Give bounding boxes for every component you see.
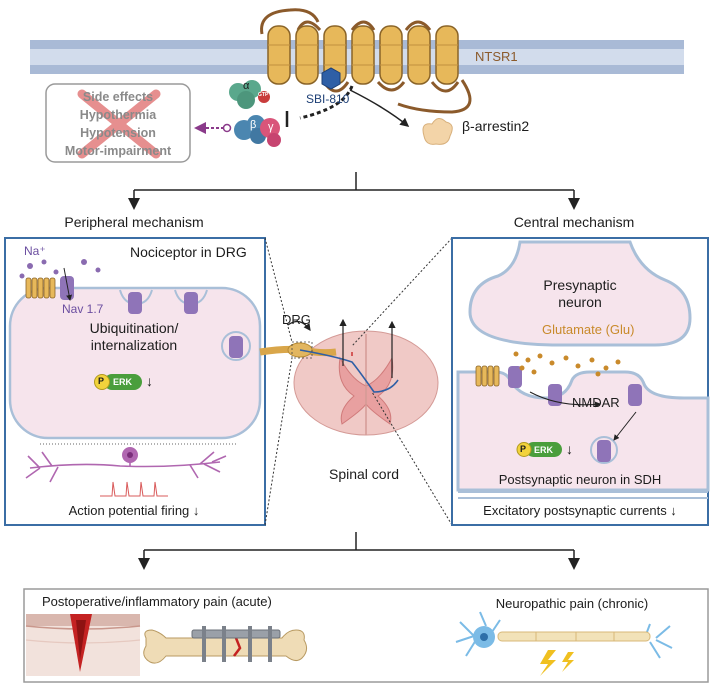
central-heading: Central mechanism bbox=[513, 214, 635, 230]
spinal-cord-section bbox=[293, 330, 439, 436]
g-protein-icon bbox=[229, 80, 281, 147]
sodium-label: Na⁺ bbox=[24, 244, 46, 258]
internalization-label: internalization bbox=[90, 337, 178, 353]
ligand-label: SBI-810 bbox=[306, 92, 350, 106]
zoom-guides bbox=[264, 237, 453, 526]
postsynaptic-label: Postsynaptic neuron in SDH bbox=[498, 472, 662, 487]
p-badge-right-text: P bbox=[520, 444, 527, 454]
side-effect-hypotension: Hypotension bbox=[80, 126, 156, 140]
erk-right-text: ERK bbox=[534, 445, 554, 455]
spinal-cord-label: Spinal cord bbox=[328, 466, 400, 482]
presynaptic-label-2: neuron bbox=[558, 294, 602, 310]
glutamate-dots bbox=[513, 351, 621, 377]
nmdar-label: NMDAR bbox=[572, 395, 620, 410]
g-beta-label: β bbox=[250, 119, 257, 131]
branch-arrows-bottom bbox=[138, 532, 580, 570]
acute-pain-label: Postoperative/inflammatory pain (acute) bbox=[42, 594, 272, 609]
nmdar-channels bbox=[508, 366, 642, 464]
erk-left-down: ↓ bbox=[146, 373, 153, 389]
sodium-ions bbox=[19, 259, 101, 279]
nav17-channels bbox=[60, 276, 251, 361]
fractured-bone-icon bbox=[143, 626, 308, 664]
nociceptor-title: Nociceptor in DRG bbox=[130, 244, 247, 260]
sbi-810-ligand-icon bbox=[321, 67, 341, 90]
ntsr1-mini-left bbox=[25, 277, 56, 299]
peripheral-heading: Peripheral mechanism bbox=[64, 214, 204, 230]
action-potential-label: Action potential firing ↓ bbox=[68, 503, 200, 518]
receptor-label: NTSR1 bbox=[475, 49, 518, 64]
side-effect-hypothermia: Hypothermia bbox=[79, 108, 157, 122]
arrestin-label: β-arrestin2 bbox=[462, 118, 530, 134]
erk-badge-left bbox=[104, 374, 142, 390]
action-potential-trace bbox=[100, 481, 168, 497]
presynaptic-label-1: Presynaptic bbox=[543, 277, 617, 293]
p-badge-right bbox=[516, 442, 532, 457]
branch-arrows-top bbox=[128, 172, 580, 210]
erk-badge-right bbox=[526, 442, 562, 457]
presynaptic-terminal bbox=[468, 240, 692, 347]
side-effect-motor: Motor-impairment bbox=[64, 144, 172, 158]
erk-right-down: ↓ bbox=[566, 441, 573, 457]
p-badge-left-text: P bbox=[98, 376, 105, 386]
nav17-label: Nav 1.7 bbox=[62, 302, 104, 316]
epsc-label: Excitatory postsynaptic currents ↓ bbox=[483, 503, 677, 518]
erk-left-text: ERK bbox=[113, 377, 133, 387]
gtp-label: GTP bbox=[258, 92, 269, 98]
beta-arrestin2-icon bbox=[422, 118, 453, 145]
chronic-pain-label: Neuropathic pain (chronic) bbox=[495, 596, 649, 611]
skin-incision-icon bbox=[25, 614, 141, 676]
glutamate-label: Glutamate (Glu) bbox=[542, 322, 635, 337]
g-gamma-label: γ bbox=[268, 121, 274, 133]
drg-label: DRG bbox=[282, 312, 311, 327]
ubiquitination-label: Ubiquitination/ bbox=[89, 320, 179, 336]
side-effects-heading: Side effects bbox=[82, 90, 154, 104]
cross-out-icon bbox=[77, 89, 161, 159]
p-badge-left bbox=[94, 374, 110, 390]
injured-neuron-icon bbox=[455, 611, 673, 676]
ntsr1-receptor bbox=[260, 8, 472, 114]
g-alpha-label: α bbox=[243, 80, 250, 92]
arrestin-arrow bbox=[349, 89, 410, 127]
ntsr1-mini-right bbox=[475, 365, 500, 387]
